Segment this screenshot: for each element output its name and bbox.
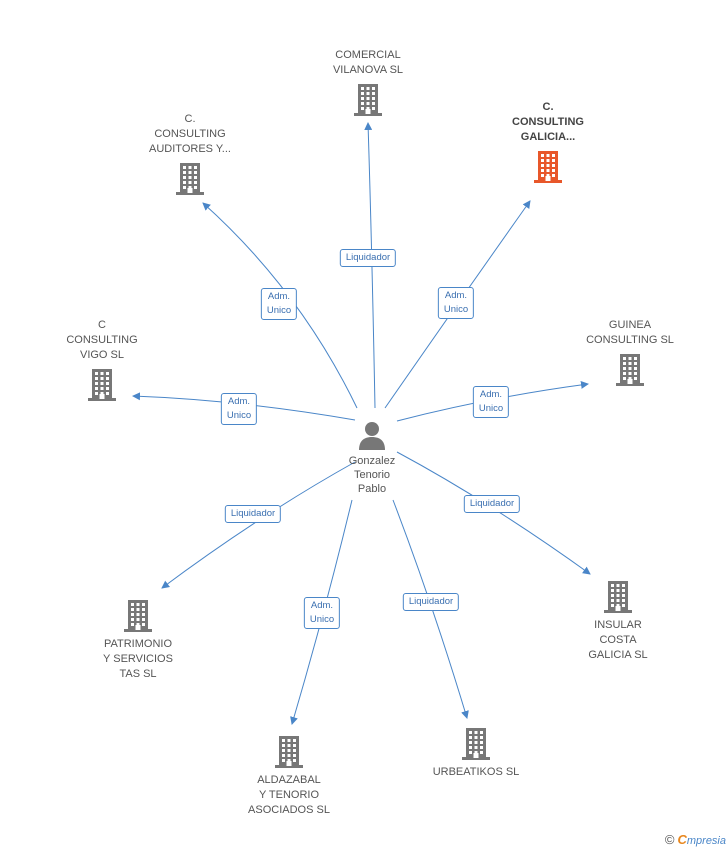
building-icon [88,369,116,401]
brand-initial: C [677,832,687,847]
relation-label-patrimonio[interactable]: Liquidador [224,505,282,523]
person-icon [359,422,385,450]
building-icon [275,736,303,768]
relation-label-urbeatikos[interactable]: Liquidador [402,593,460,611]
company-urbeatikos[interactable]: URBEATIKOS SL [406,726,546,780]
relation-label-guinea-consulting[interactable]: Adm. Unico [472,386,510,418]
copyright-symbol: © [664,832,675,847]
company-comercial-vilanova[interactable]: COMERCIAL VILANOVA SL [298,48,438,121]
building-icon [534,151,562,183]
edge-insular-costa [396,451,591,575]
company-c-consulting-vigo[interactable]: C CONSULTING VIGO SL [32,318,172,406]
center-person[interactable]: Gonzalez Tenorio Pablo [336,420,408,496]
building-icon [462,728,490,760]
company-guinea-consulting[interactable]: GUINEA CONSULTING SL [560,318,700,391]
building-icon [604,581,632,613]
brand-footer: © Cmpresia [665,832,726,847]
company-label: C. CONSULTING GALICIA... [512,101,584,143]
building-icon [124,600,152,632]
company-label: ALDAZABAL Y TENORIO ASOCIADOS SL [248,774,330,816]
edge-patrimonio [161,461,356,589]
company-c-consulting-auditores[interactable]: C. CONSULTING AUDITORES Y... [120,112,260,200]
company-label: COMERCIAL VILANOVA SL [332,49,404,76]
relation-label-c-consulting-galicia[interactable]: Adm. Unico [437,287,475,319]
company-insular-costa[interactable]: INSULAR COSTA GALICIA SL [548,579,688,663]
brand-name: mpresia [686,835,726,847]
building-icon [176,163,204,195]
company-label: URBEATIKOS SL [432,766,520,778]
company-patrimonio[interactable]: PATRIMONIO Y SERVICIOS TAS SL [68,598,208,682]
company-label: C CONSULTING VIGO SL [66,319,138,361]
relation-label-c-consulting-auditores[interactable]: Adm. Unico [260,288,298,320]
company-label: INSULAR COSTA GALICIA SL [588,619,648,661]
relation-label-insular-costa[interactable]: Liquidador [463,495,521,513]
building-icon [616,354,644,386]
company-label: GUINEA CONSULTING SL [586,319,674,346]
relation-label-aldazabal[interactable]: Adm. Unico [303,597,341,629]
company-label: C. CONSULTING AUDITORES Y... [149,113,231,155]
relation-label-c-consulting-vigo[interactable]: Adm. Unico [220,393,258,425]
company-aldazabal[interactable]: ALDAZABAL Y TENORIO ASOCIADOS SL [219,734,359,818]
person-label: Gonzalez Tenorio Pablo [348,455,396,495]
relation-label-comercial-vilanova[interactable]: Liquidador [339,249,397,267]
company-c-consulting-galicia[interactable]: C. CONSULTING GALICIA... [478,100,618,188]
company-label: PATRIMONIO Y SERVICIOS TAS SL [103,638,173,680]
building-icon [354,84,382,116]
